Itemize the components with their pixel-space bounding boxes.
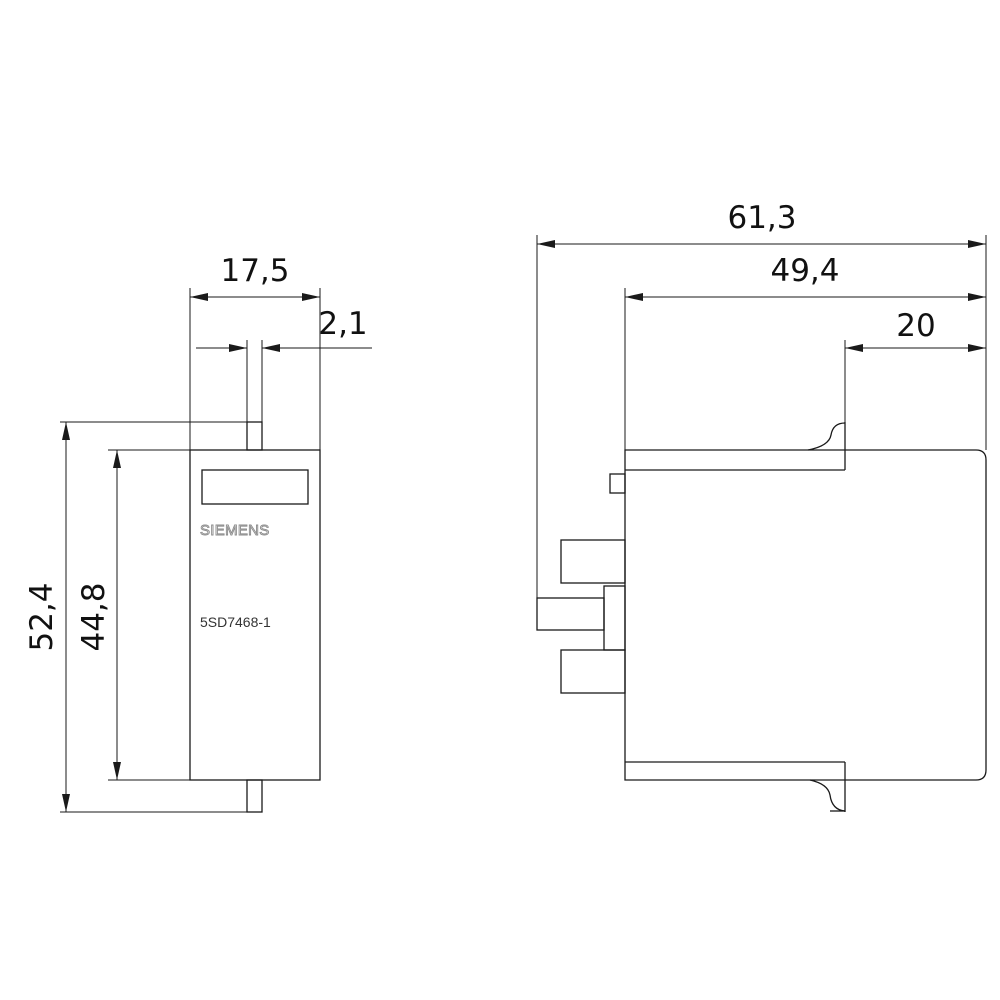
upper-terminal: [560, 539, 626, 584]
dim-total-depth: 61,3: [536, 200, 987, 598]
contact-pin: [536, 597, 605, 631]
dim-width-label: 17,5: [220, 253, 289, 289]
bottom-clip-curve: [809, 779, 846, 812]
dim-total-depth-label: 61,3: [727, 200, 796, 236]
dim-clip-depth-label: 20: [896, 308, 935, 344]
dim-body-height-label: 44,8: [76, 582, 112, 651]
dim-body-depth-label: 49,4: [770, 253, 839, 289]
dim-pin-width-label: 2,1: [318, 306, 367, 342]
dim-pin-width: 2,1: [196, 306, 372, 422]
brand-logo: SIEMENS: [200, 522, 270, 539]
dim-total-height: 52,4: [24, 421, 262, 813]
dim-clip-depth: 20: [844, 308, 986, 422]
dim-body-depth: 49,4: [624, 253, 986, 450]
top-clip-curve: [807, 422, 846, 451]
side-view: 61,3 49,4 20: [536, 200, 987, 812]
side-body-outline: [624, 449, 987, 781]
part-number: 5SD7468-1: [200, 614, 271, 630]
contact-base: [603, 585, 626, 651]
label-window: [201, 469, 309, 505]
bottom-pin: [246, 779, 263, 813]
front-view: SIEMENS 5SD7468-1 17,5 2,1: [24, 253, 372, 813]
dim-total-height-label: 52,4: [24, 582, 60, 651]
top-pin: [246, 421, 263, 451]
lower-terminal: [560, 649, 626, 694]
dim-width: 17,5: [189, 253, 321, 450]
small-tab: [609, 473, 626, 494]
dim-body-height: 44,8: [76, 449, 190, 781]
